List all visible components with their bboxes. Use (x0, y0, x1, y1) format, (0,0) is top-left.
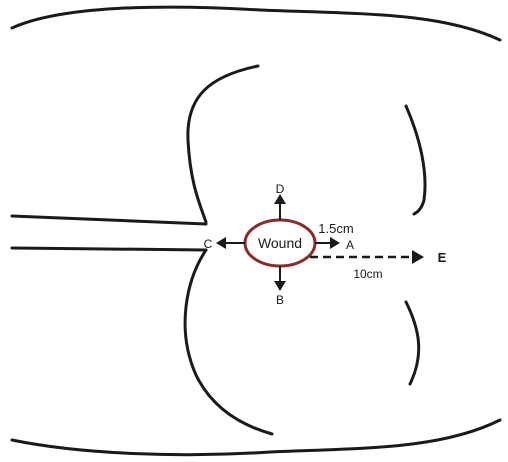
upper-body-contour (10, 5, 502, 42)
arrow-d-head (274, 194, 286, 204)
direction-arrows (216, 194, 424, 291)
left-buttock-curve (186, 64, 260, 224)
left-buttock-lower-curve (183, 248, 274, 436)
body-outline (10, 5, 502, 457)
arrow-e-head (412, 250, 424, 264)
label-c: C (204, 237, 213, 251)
right-upper-curve (404, 104, 427, 216)
label-a: A (346, 238, 354, 252)
leg-line-lower (10, 246, 208, 252)
measure-far-label: 10cm (353, 267, 382, 281)
right-lower-curve (404, 300, 421, 386)
measure-near-label: 1.5cm (318, 221, 353, 236)
label-d: D (276, 182, 285, 196)
label-b: B (276, 293, 284, 307)
arrow-b-head (274, 281, 286, 291)
label-e: E (438, 250, 447, 265)
arrow-a-head (330, 237, 340, 249)
arrow-c-head (216, 237, 226, 249)
lower-body-contour (10, 418, 502, 457)
wound-label: Wound (258, 235, 302, 251)
leg-line-upper (10, 214, 208, 226)
